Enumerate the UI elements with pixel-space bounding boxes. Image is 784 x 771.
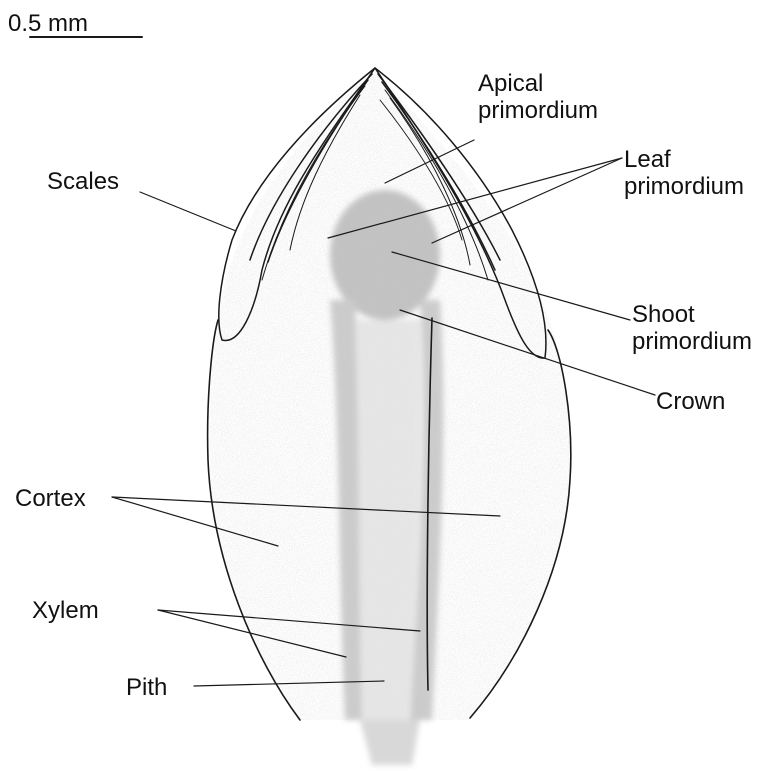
stele-tail [360,720,420,765]
label-leaf-line1: Leaf [624,146,744,173]
label-pith: Pith [126,674,167,701]
scale-bar-label: 0.5 mm [8,10,88,37]
label-apical-line2: primordium [478,97,598,124]
label-xylem: Xylem [32,597,99,624]
label-leaf-line2: primordium [624,173,744,200]
label-scales: Scales [47,168,119,195]
label-leaf-primordium: Leaf primordium [624,146,744,200]
stele-shading [330,190,443,765]
label-apical-primordium: Apical primordium [478,70,598,124]
label-apical-line1: Apical [478,70,598,97]
leader-scales [140,192,236,231]
label-crown: Crown [656,388,725,415]
label-cortex: Cortex [15,485,86,512]
label-shoot-line1: Shoot [632,301,752,328]
label-shoot-primordium: Shoot primordium [632,301,752,355]
label-shoot-line2: primordium [632,328,752,355]
pith-shading [355,320,421,730]
